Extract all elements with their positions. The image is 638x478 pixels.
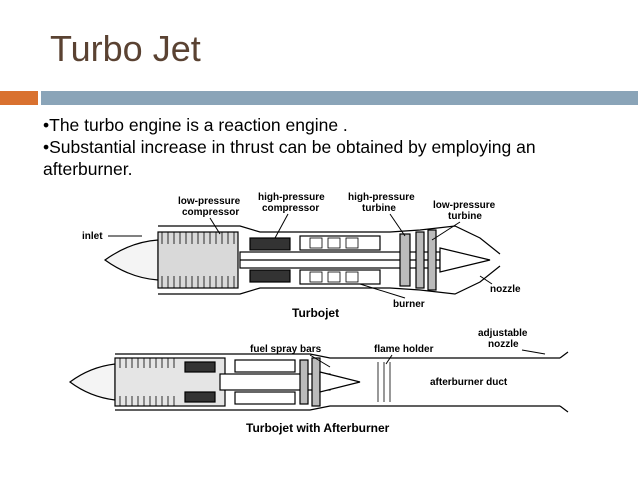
title-rule-gap — [38, 91, 41, 105]
label-hp-compressor-2: compressor — [262, 203, 319, 214]
label-hp-compressor-1: high-pressure — [258, 192, 325, 203]
label-flame-holder: flame holder — [374, 344, 434, 355]
label-adjustable-nozzle-2: nozzle — [488, 339, 519, 350]
label-lp-turbine-1: low-pressure — [433, 200, 496, 211]
caption-afterburner: Turbojet with Afterburner — [246, 421, 390, 435]
label-fuel-spray-bars: fuel spray bars — [250, 344, 322, 355]
label-lp-compressor-1: low-pressure — [178, 196, 241, 207]
caption-turbojet: Turbojet — [292, 306, 339, 320]
label-afterburner-duct: afterburner duct — [430, 377, 508, 388]
slide-body: •The turbo engine is a reaction engine .… — [43, 114, 603, 180]
label-burner: burner — [393, 299, 425, 310]
afterburner-labels: fuel spray bars flame holder adjustable … — [246, 328, 546, 435]
label-nozzle: nozzle — [490, 284, 521, 295]
bullet-2: •Substantial increase in thrust can be o… — [43, 137, 536, 179]
turbojet-diagram: inlet low-pressure compressor high-press… — [68, 192, 569, 435]
title-rule-accent — [0, 91, 38, 105]
label-lp-compressor-2: compressor — [182, 207, 239, 218]
slide-title: Turbo Jet — [50, 28, 201, 69]
label-hp-turbine-2: turbine — [362, 203, 396, 214]
turbojet-engine — [103, 225, 501, 295]
label-hp-turbine-1: high-pressure — [348, 192, 415, 203]
label-adjustable-nozzle-1: adjustable — [478, 328, 528, 339]
afterburner-engine — [68, 351, 569, 413]
turbojet-labels: inlet low-pressure compressor high-press… — [82, 192, 521, 320]
title-rule — [41, 91, 638, 105]
bullet-1: •The turbo engine is a reaction engine . — [43, 115, 348, 135]
label-inlet: inlet — [82, 231, 103, 242]
label-lp-turbine-2: turbine — [448, 211, 482, 222]
